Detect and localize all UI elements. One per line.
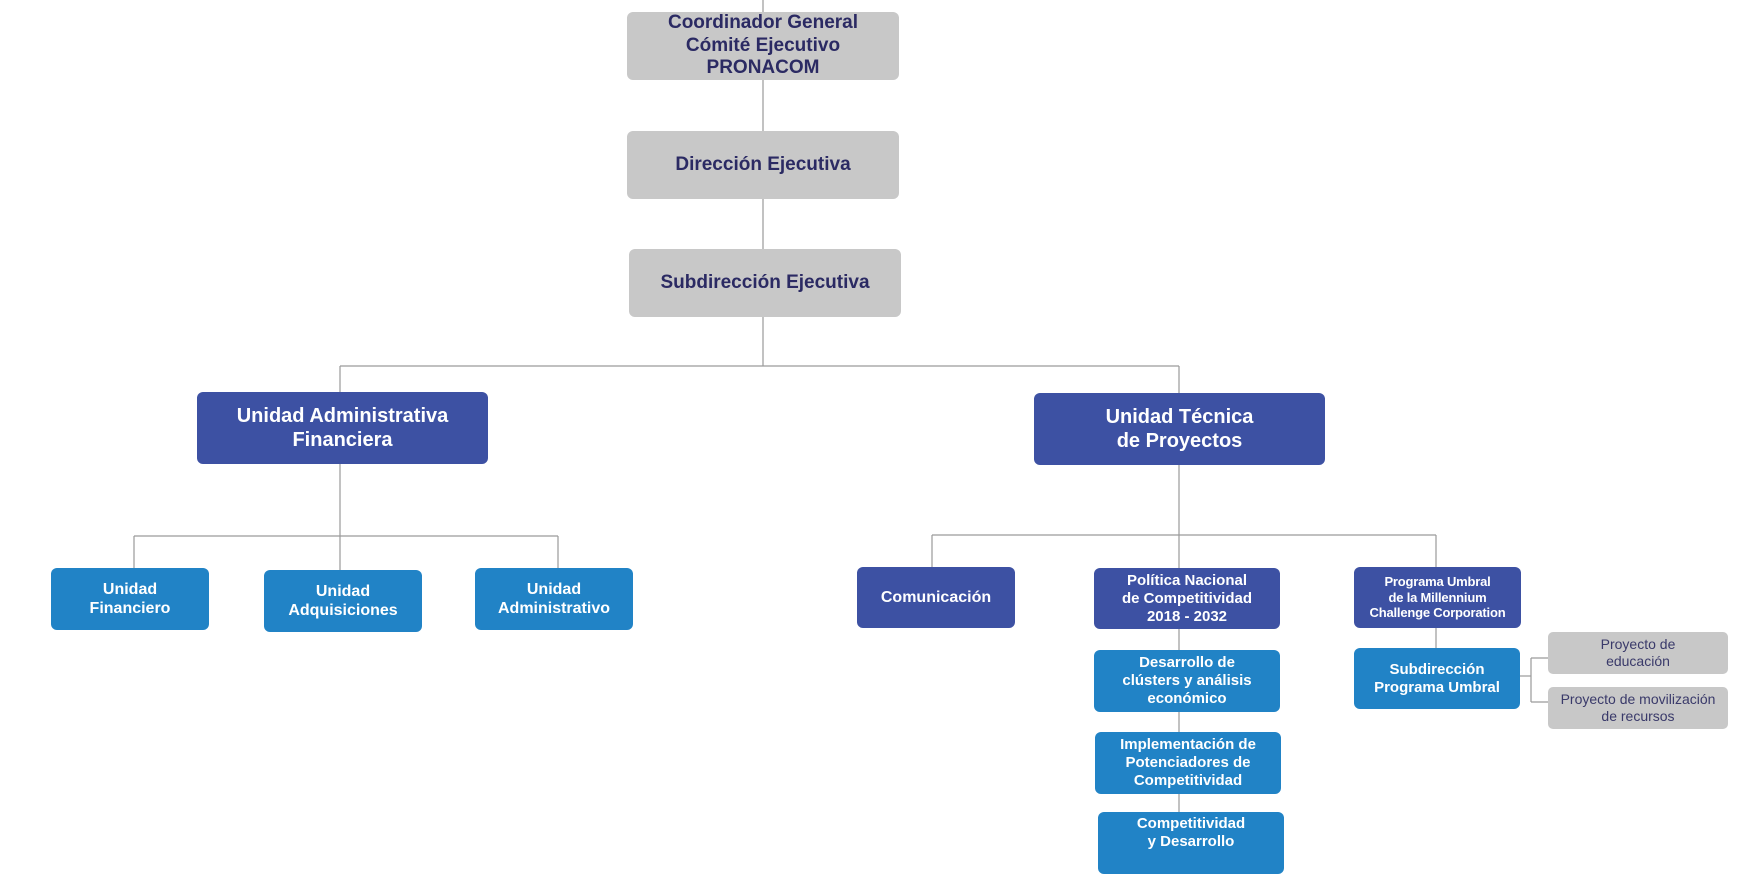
direccion-ejecutiva-box: Dirección Ejecutiva [627, 131, 899, 199]
unidad-administrativo-box: Unidad Administrativo [475, 568, 633, 630]
politica-nacional-box: Política Nacional de Competitividad 2018… [1094, 568, 1280, 629]
subdireccion-ejecutiva-box: Subdirección Ejecutiva [629, 249, 901, 317]
unidad-tecnica-proyectos-box: Unidad Técnica de Proyectos [1034, 393, 1325, 465]
implementacion-potenciadores-box: Implementación de Potenciadores de Compe… [1095, 732, 1281, 794]
unidad-administrativa-financiera-box: Unidad Administrativa Financiera [197, 392, 488, 464]
unidad-financiero-box: Unidad Financiero [51, 568, 209, 630]
unidad-adquisiciones-box: Unidad Adquisiciones [264, 570, 422, 632]
coordinador-general-box: Coordinador General Cómité Ejecutivo PRO… [627, 12, 899, 80]
subdireccion-programa-umbral-box: Subdirección Programa Umbral [1354, 648, 1520, 709]
competitividad-desarrollo-box: Competitividad y Desarrollo [1098, 812, 1284, 874]
programa-umbral-box: Programa Umbral de la Millennium Challen… [1354, 567, 1521, 628]
desarrollo-clusters-box: Desarrollo de clústers y análisis económ… [1094, 650, 1280, 712]
proyecto-movilizacion-box: Proyecto de movilización de recursos [1548, 687, 1728, 729]
proyecto-educacion-box: Proyecto de educación [1548, 632, 1728, 674]
org-chart: Coordinador General Cómité Ejecutivo PRO… [51, 0, 1728, 874]
comunicacion-box: Comunicación [857, 567, 1015, 628]
